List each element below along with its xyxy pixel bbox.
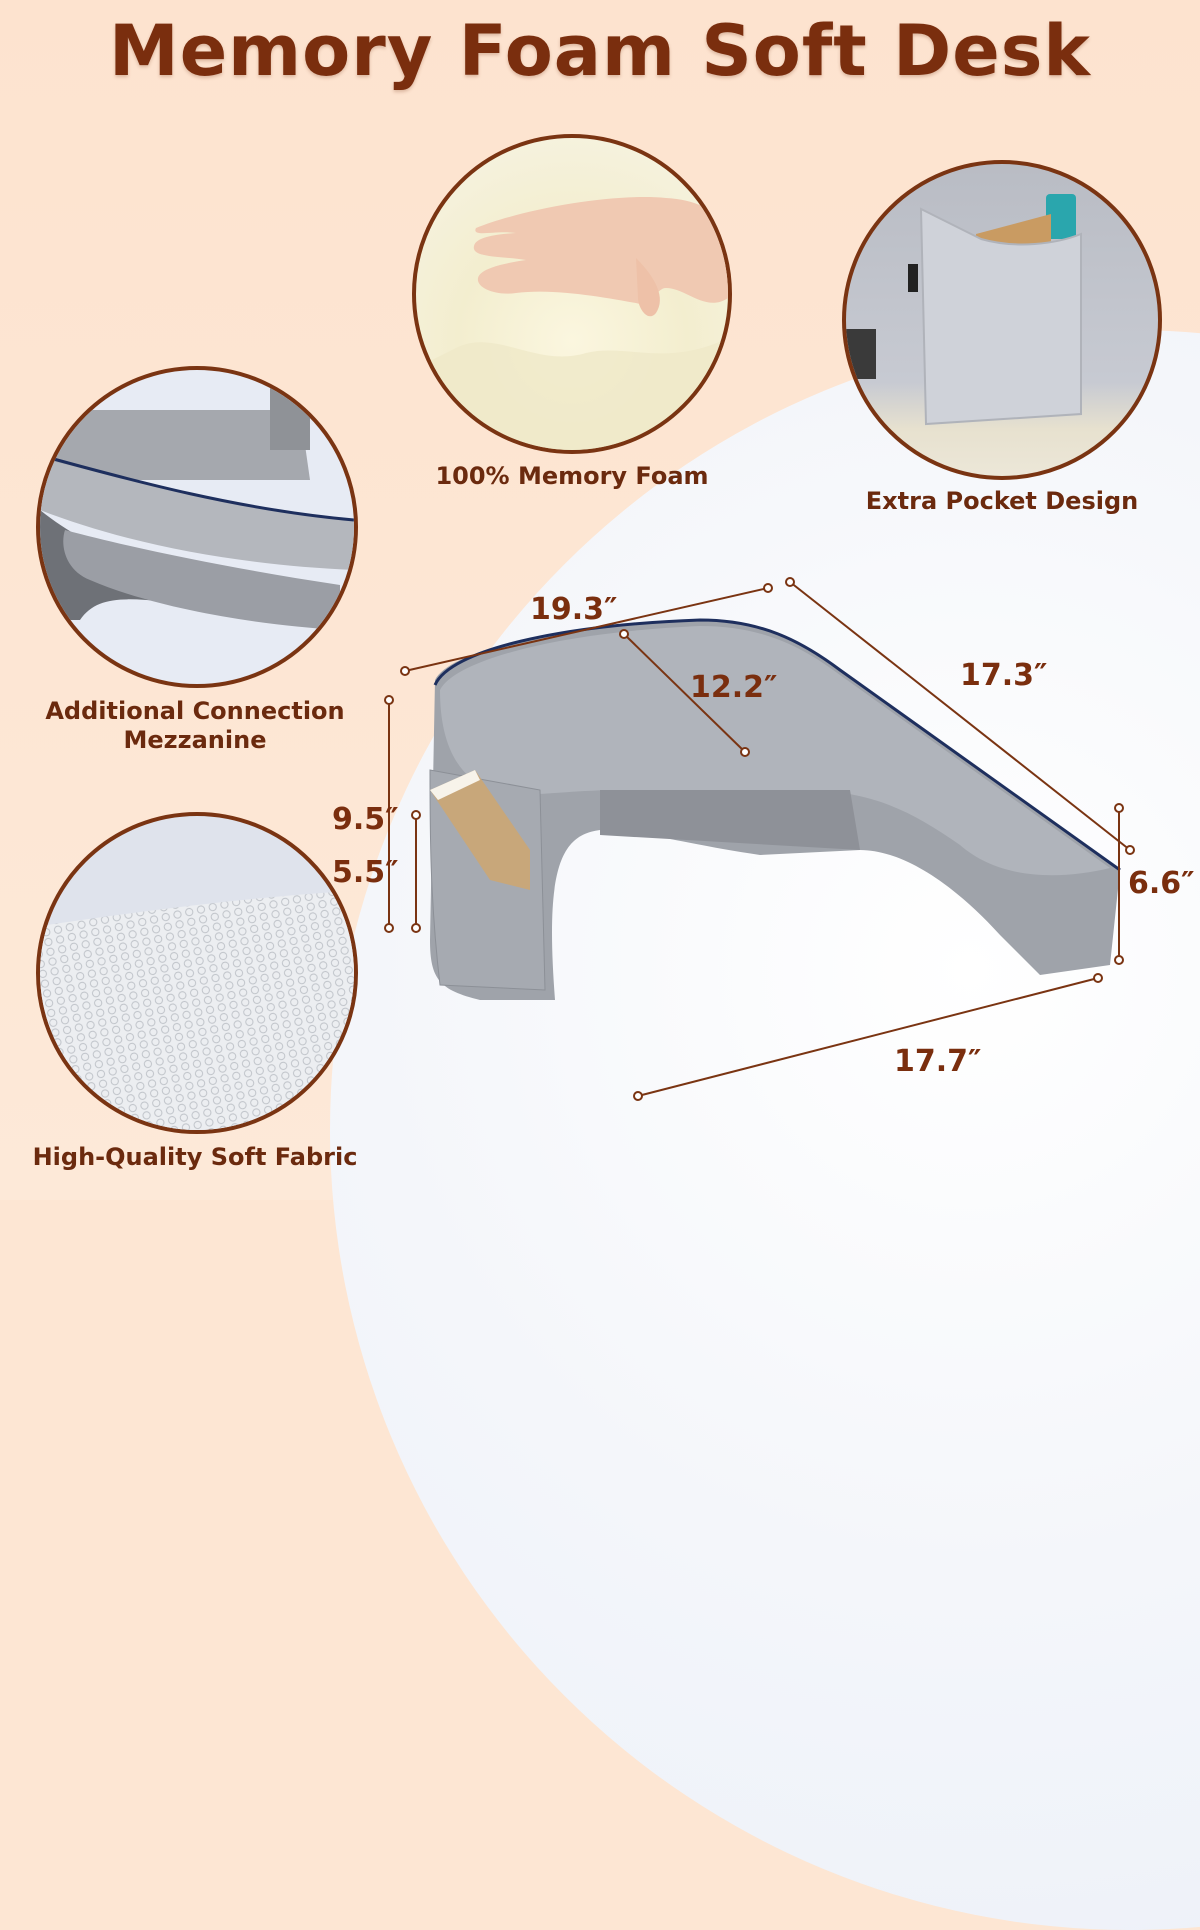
pocket-label: Extra Pocket Design: [865, 487, 1139, 515]
dim-inner-depth: 12.2″: [690, 670, 778, 705]
dim-depth: 17.3″: [960, 658, 1048, 693]
dim-pocket-height: 5.5″: [332, 855, 399, 890]
page-title: Memory Foam Soft Desk: [109, 10, 1091, 92]
dim-total-height: 9.5″: [332, 802, 399, 837]
pocket-image: [842, 160, 1162, 480]
fabric-image: [36, 812, 358, 1134]
book-in-pocket: [430, 770, 530, 890]
desk-cushion: [429, 618, 1121, 1000]
mezzanine-image: [36, 366, 358, 688]
fabric-label: High-Quality Soft Fabric: [32, 1143, 358, 1171]
dim-leg-height: 6.6″: [1128, 866, 1195, 901]
brand-tag: [908, 264, 918, 292]
memory-foam-label: 100% Memory Foam: [435, 462, 709, 490]
dim-bottom-length: 17.7″: [894, 1044, 982, 1079]
memory-foam-image: [412, 134, 732, 454]
mezzanine-label-line1: Additional Connection: [45, 697, 345, 725]
product-illustration: [384, 577, 1135, 1101]
mezzanine-label: Additional Connection Mezzanine: [30, 697, 360, 755]
hand-icon: [416, 197, 728, 450]
game-console-icon: [1046, 194, 1076, 239]
dimension-lines: [384, 577, 1135, 1101]
dim-top-width: 19.3″: [530, 592, 618, 627]
honeycomb-fabric-texture: [40, 891, 354, 1130]
mezzanine-label-line2: Mezzanine: [123, 725, 267, 754]
pocket-flap: [919, 207, 1082, 426]
